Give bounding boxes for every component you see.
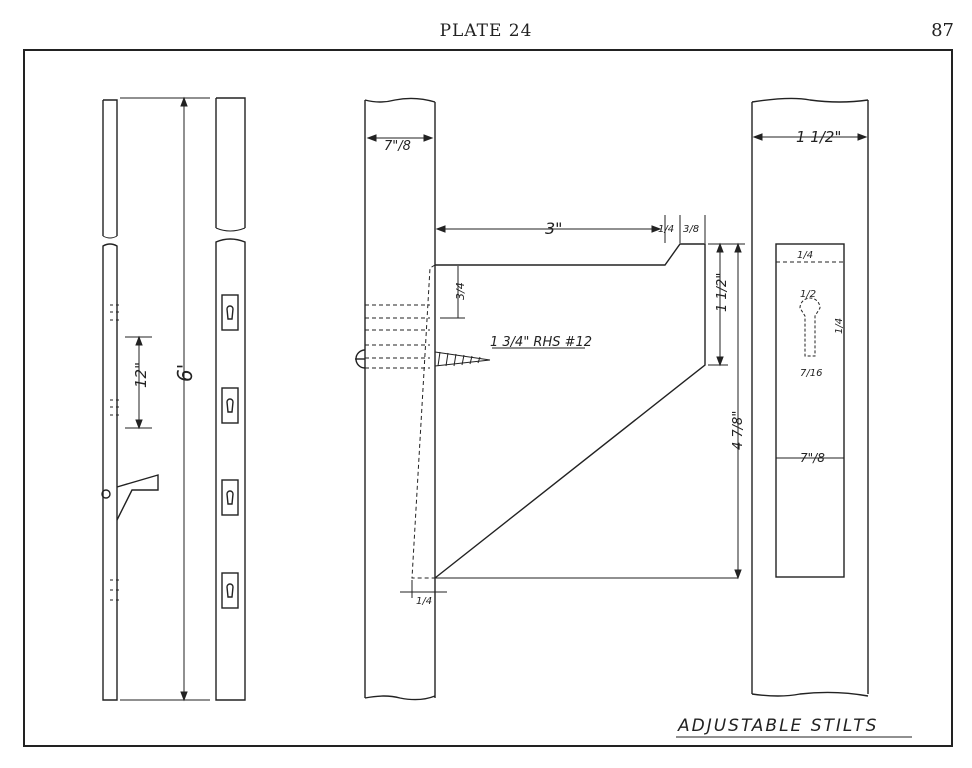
- dim-three-quarters-label: 3/4: [454, 282, 467, 300]
- plate-label: PLATE 24: [439, 21, 533, 41]
- dim-three-quarters: [440, 266, 465, 319]
- keyhole-slots: [221, 294, 239, 609]
- plate-border: [23, 49, 953, 747]
- detail-front-view: [751, 97, 869, 697]
- drawing-title: ADJUSTABLE STILTS: [677, 716, 878, 736]
- dim-thickness: [366, 134, 434, 142]
- dim-lip-quarter-label: 1/4: [658, 224, 674, 235]
- dim-bottom-quarter: [400, 580, 447, 598]
- screw-callout-label: 1 3/4" RHS #12: [490, 335, 592, 350]
- detail-side-view: [355, 97, 738, 701]
- dim-step-height-label: 1 1/2": [715, 273, 730, 312]
- dim-spacing-label: 12": [132, 362, 150, 388]
- dim-thickness-label: 7"/8: [384, 139, 411, 154]
- dim-lip-three-eighths-label: 3/8: [683, 224, 699, 235]
- dim-width-label: 1 1/2": [796, 128, 841, 146]
- dim-slot-top-label: 1/4: [797, 250, 813, 261]
- dim-slot-seven-sixteenths-label: 7/16: [800, 368, 822, 379]
- dim-step-length-label: 3": [545, 219, 563, 238]
- dim-slot-width-label: 7"/8: [800, 451, 825, 465]
- dim-step-length: [435, 215, 706, 243]
- page-number: 87: [931, 20, 954, 41]
- dim-block-height: [734, 242, 742, 580]
- dim-slot-quarter-label: 1/4: [834, 318, 845, 334]
- dim-spacing: [125, 335, 152, 430]
- dim-width: [752, 133, 868, 141]
- stilt-side-view: [101, 99, 159, 701]
- dim-step-height: [708, 242, 745, 367]
- dim-block-height-label: 4 7/8": [731, 411, 746, 450]
- dim-height-total: [120, 96, 210, 702]
- dim-bottom-quarter-label: 1/4: [416, 596, 432, 607]
- dim-height-total-label: 6': [173, 364, 197, 382]
- dim-slot-half-label: 1/2: [800, 289, 816, 300]
- stilt-front-view: [215, 97, 246, 701]
